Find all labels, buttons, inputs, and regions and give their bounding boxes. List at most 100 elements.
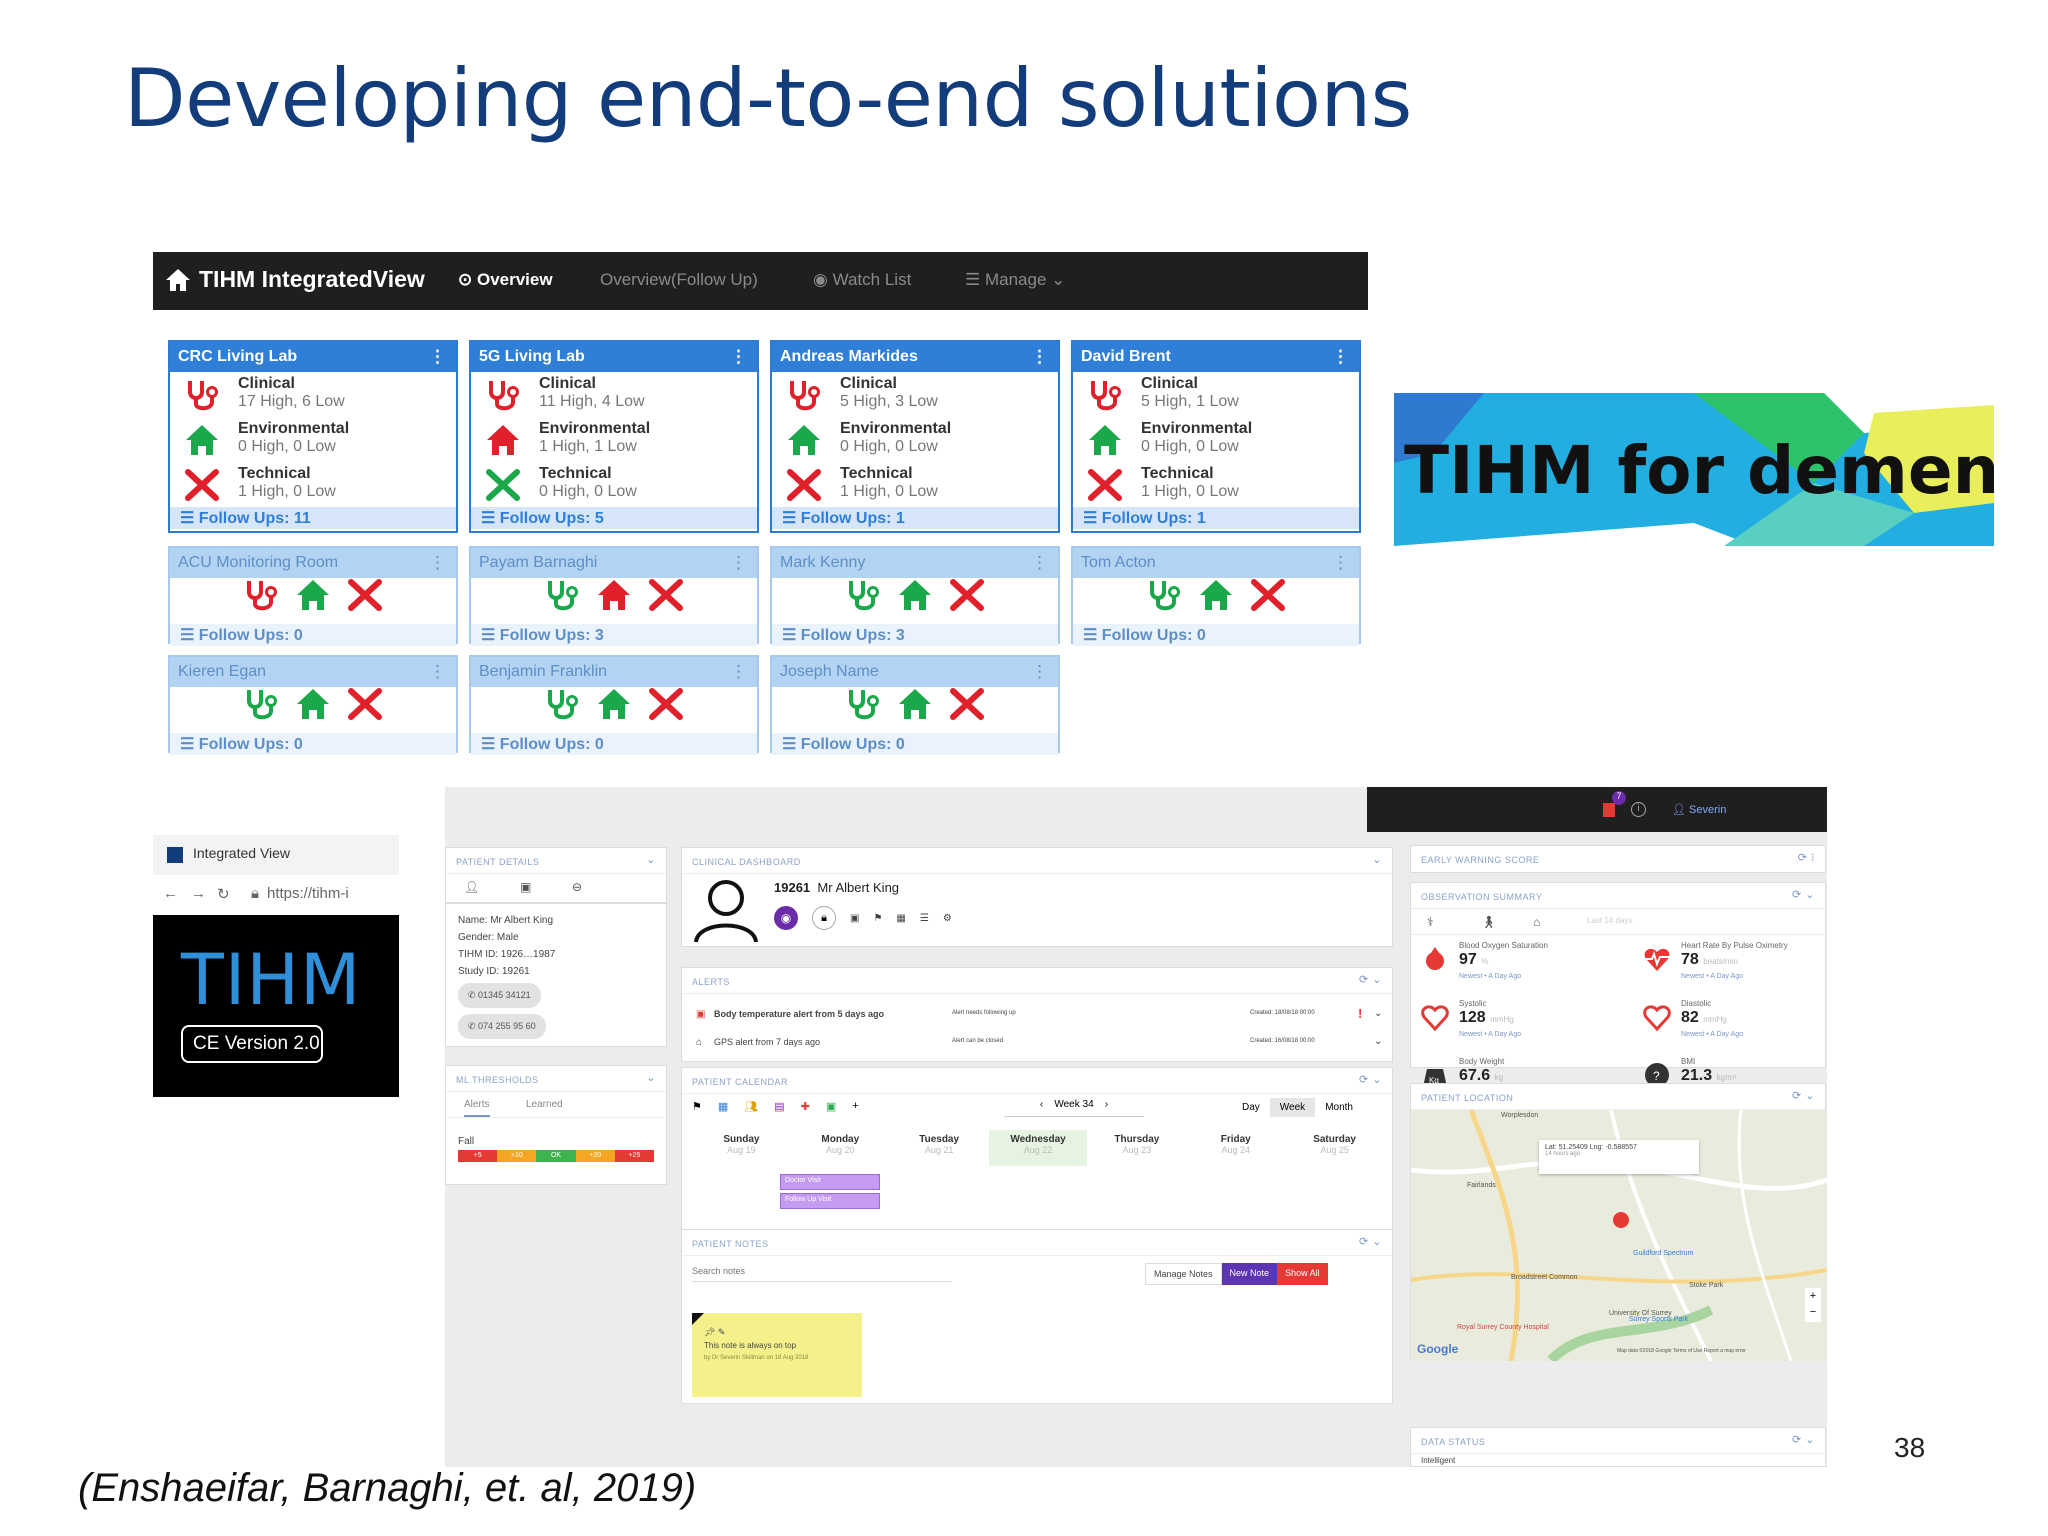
stethoscope-icon[interactable]: ⚕ [1427,915,1434,929]
home-icon[interactable]: ⌂ [1533,915,1541,929]
database-icon[interactable]: ☰ [919,912,929,924]
location-map[interactable]: Lat: 51.25409 Lng: -0.588557 14 hours ag… [1411,1110,1827,1361]
refresh-icon[interactable]: ⟳ ⌄ [1792,1434,1815,1446]
gear-icon[interactable]: ⚙ [942,912,952,924]
follow-ups[interactable]: ☰ Follow Ups: 11 [170,507,456,529]
chevron-down-icon[interactable]: ⌄ [1374,1008,1383,1019]
follow-ups[interactable]: ☰ Follow Ups: 0 [772,733,1058,755]
new-note-button[interactable]: New Note [1221,1263,1278,1285]
zoom-controls[interactable]: +− [1805,1288,1821,1322]
patient-card-compact[interactable]: Tom Acton⋮ ☰ Follow Ups: 0 [1071,546,1361,646]
reload-icon[interactable]: ↻ [217,886,230,903]
flag-icon[interactable]: ⚑ [692,1101,702,1113]
chevron-right-icon[interactable]: › [1093,1099,1109,1110]
calendar-event[interactable]: Doctor Visit [780,1174,880,1190]
refresh-icon[interactable]: ⟳ ⌄ [1359,1236,1382,1248]
more-options-icon[interactable]: ⋮ [1031,553,1048,572]
flag-icon[interactable]: ⚑ [873,912,883,924]
more-options-icon[interactable]: ⋮ [429,553,446,572]
calendar-icon[interactable]: ▦ [896,912,906,924]
alert-row[interactable]: ⌂ GPS alert from 7 days ago Alert can be… [696,1036,1383,1048]
flag-icon[interactable] [1603,803,1615,817]
eye-icon[interactable]: ◉ [774,906,798,930]
brand[interactable]: TIHM IntegratedView [165,266,425,293]
follow-ups[interactable]: ☰ Follow Ups: 0 [471,733,757,755]
medical-icon[interactable]: ✚ [800,1101,810,1113]
chevron-down-icon[interactable]: ⌄ [646,1072,656,1084]
patient-card-compact[interactable]: ACU Monitoring Room⋮ ☰ Follow Ups: 0 [168,546,458,646]
walking-icon[interactable]: 🚶︎ [1481,915,1497,929]
contact-card-icon[interactable]: ▣ [850,912,860,924]
observation-item[interactable]: Blood Oxygen Saturation 97 % Newest • A … [1421,941,1611,997]
chevron-down-icon[interactable]: ⌄ [646,854,656,866]
observation-item[interactable]: Heart Rate By Pulse Oximetry 78 beats/mi… [1643,941,1827,997]
more-options-icon[interactable]: ⋮ [1332,347,1349,366]
more-options-icon[interactable]: ⋮ [730,662,747,681]
forward-icon[interactable]: → [191,885,206,902]
calendar-icon[interactable]: ▦ [717,1101,729,1113]
briefcase-icon[interactable]: ▤ [774,1101,785,1113]
more-options-icon[interactable]: ⋮ [1031,347,1048,366]
more-options-icon[interactable]: ⋮ [1332,553,1349,572]
refresh-icon[interactable]: ⟳ ⌄ [1792,1090,1815,1102]
patient-card-compact[interactable]: Mark Kenny⋮ ☰ Follow Ups: 3 [770,546,1060,646]
refresh-icon[interactable]: ⟳ ⌄ [1359,1074,1382,1086]
alert-row[interactable]: ▣ Body temperature alert from 5 days ago… [696,1006,1383,1021]
person-icon[interactable]: 👤︎ [464,880,480,894]
more-options-icon[interactable]: ⋮ [1031,662,1048,681]
phone-button-2[interactable]: ✆ 074 255 95 60 [458,1014,546,1039]
user-menu[interactable]: 👤︎ Severin [1672,804,1727,816]
patient-card-compact[interactable]: Joseph Name⋮ ☰ Follow Ups: 0 [770,655,1060,755]
pin-icon[interactable]: 📌︎ ✎ [704,1327,726,1337]
patient-card-compact[interactable]: Payam Barnaghi⋮ ☰ Follow Ups: 3 [469,546,759,646]
follow-ups[interactable]: ☰ Follow Ups: 1 [772,507,1058,529]
note-icon[interactable]: ▣ [825,1101,837,1113]
sticky-note[interactable]: 📌︎ ✎ This note is always on top by Dr Se… [692,1313,862,1397]
tab-overview[interactable]: ⊙ Overview [458,270,553,289]
follow-ups[interactable]: ☰ Follow Ups: 5 [471,507,757,529]
refresh-icon[interactable]: ⟳ ⌄ [1359,974,1382,986]
search-notes-input[interactable] [692,1260,952,1282]
tab-manage[interactable]: ☰ Manage ⌄ [965,270,1066,289]
follow-ups[interactable]: ☰ Follow Ups: 3 [772,624,1058,646]
refresh-icon[interactable]: ⟳ ⌄ [1792,889,1815,901]
chevron-left-icon[interactable]: ‹ [1039,1099,1055,1110]
observation-item[interactable]: Diastolic 82 mmHg Newest • A Day Ago [1643,999,1827,1055]
more-options-icon[interactable]: ⋮ [429,662,446,681]
observation-item[interactable]: Systolic 128 mmHg Newest • A Day Ago [1421,999,1611,1055]
view-week[interactable]: Week [1269,1098,1316,1117]
more-options-icon[interactable]: ⋮ [730,553,747,572]
tab-overview-follow-up[interactable]: Overview(Follow Up) [600,270,758,289]
patient-card-compact[interactable]: Benjamin Franklin⋮ ☰ Follow Ups: 0 [469,655,759,755]
view-month[interactable]: Month [1315,1098,1363,1117]
calendar-event[interactable]: Follow Up Visit [780,1193,880,1209]
more-options-icon[interactable]: ⋮ [429,347,446,366]
link-icon[interactable]: ⊖ [572,880,583,894]
info-icon[interactable]: i [1631,802,1646,817]
add-icon[interactable]: + [852,1100,859,1112]
phone-button-1[interactable]: ✆ 01345 34121 [458,983,541,1008]
show-all-button[interactable]: Show All [1277,1263,1328,1285]
view-day[interactable]: Day [1232,1098,1270,1117]
filter-field[interactable]: Last 14 days [1587,916,1633,925]
browser-tab[interactable]: Integrated View [153,835,399,875]
location-pin-icon[interactable] [1613,1212,1629,1228]
chevron-down-icon[interactable]: ⌄ [1372,854,1382,866]
lock-icon[interactable]: 🔒︎ [812,906,836,930]
week-selector[interactable]: ‹ Week 34 › [1004,1099,1144,1117]
people-icon[interactable]: 👥︎ [744,1101,759,1113]
manage-notes-button[interactable]: Manage Notes [1145,1263,1222,1285]
refresh-icon[interactable]: ⟳ ⁝ [1797,852,1815,864]
